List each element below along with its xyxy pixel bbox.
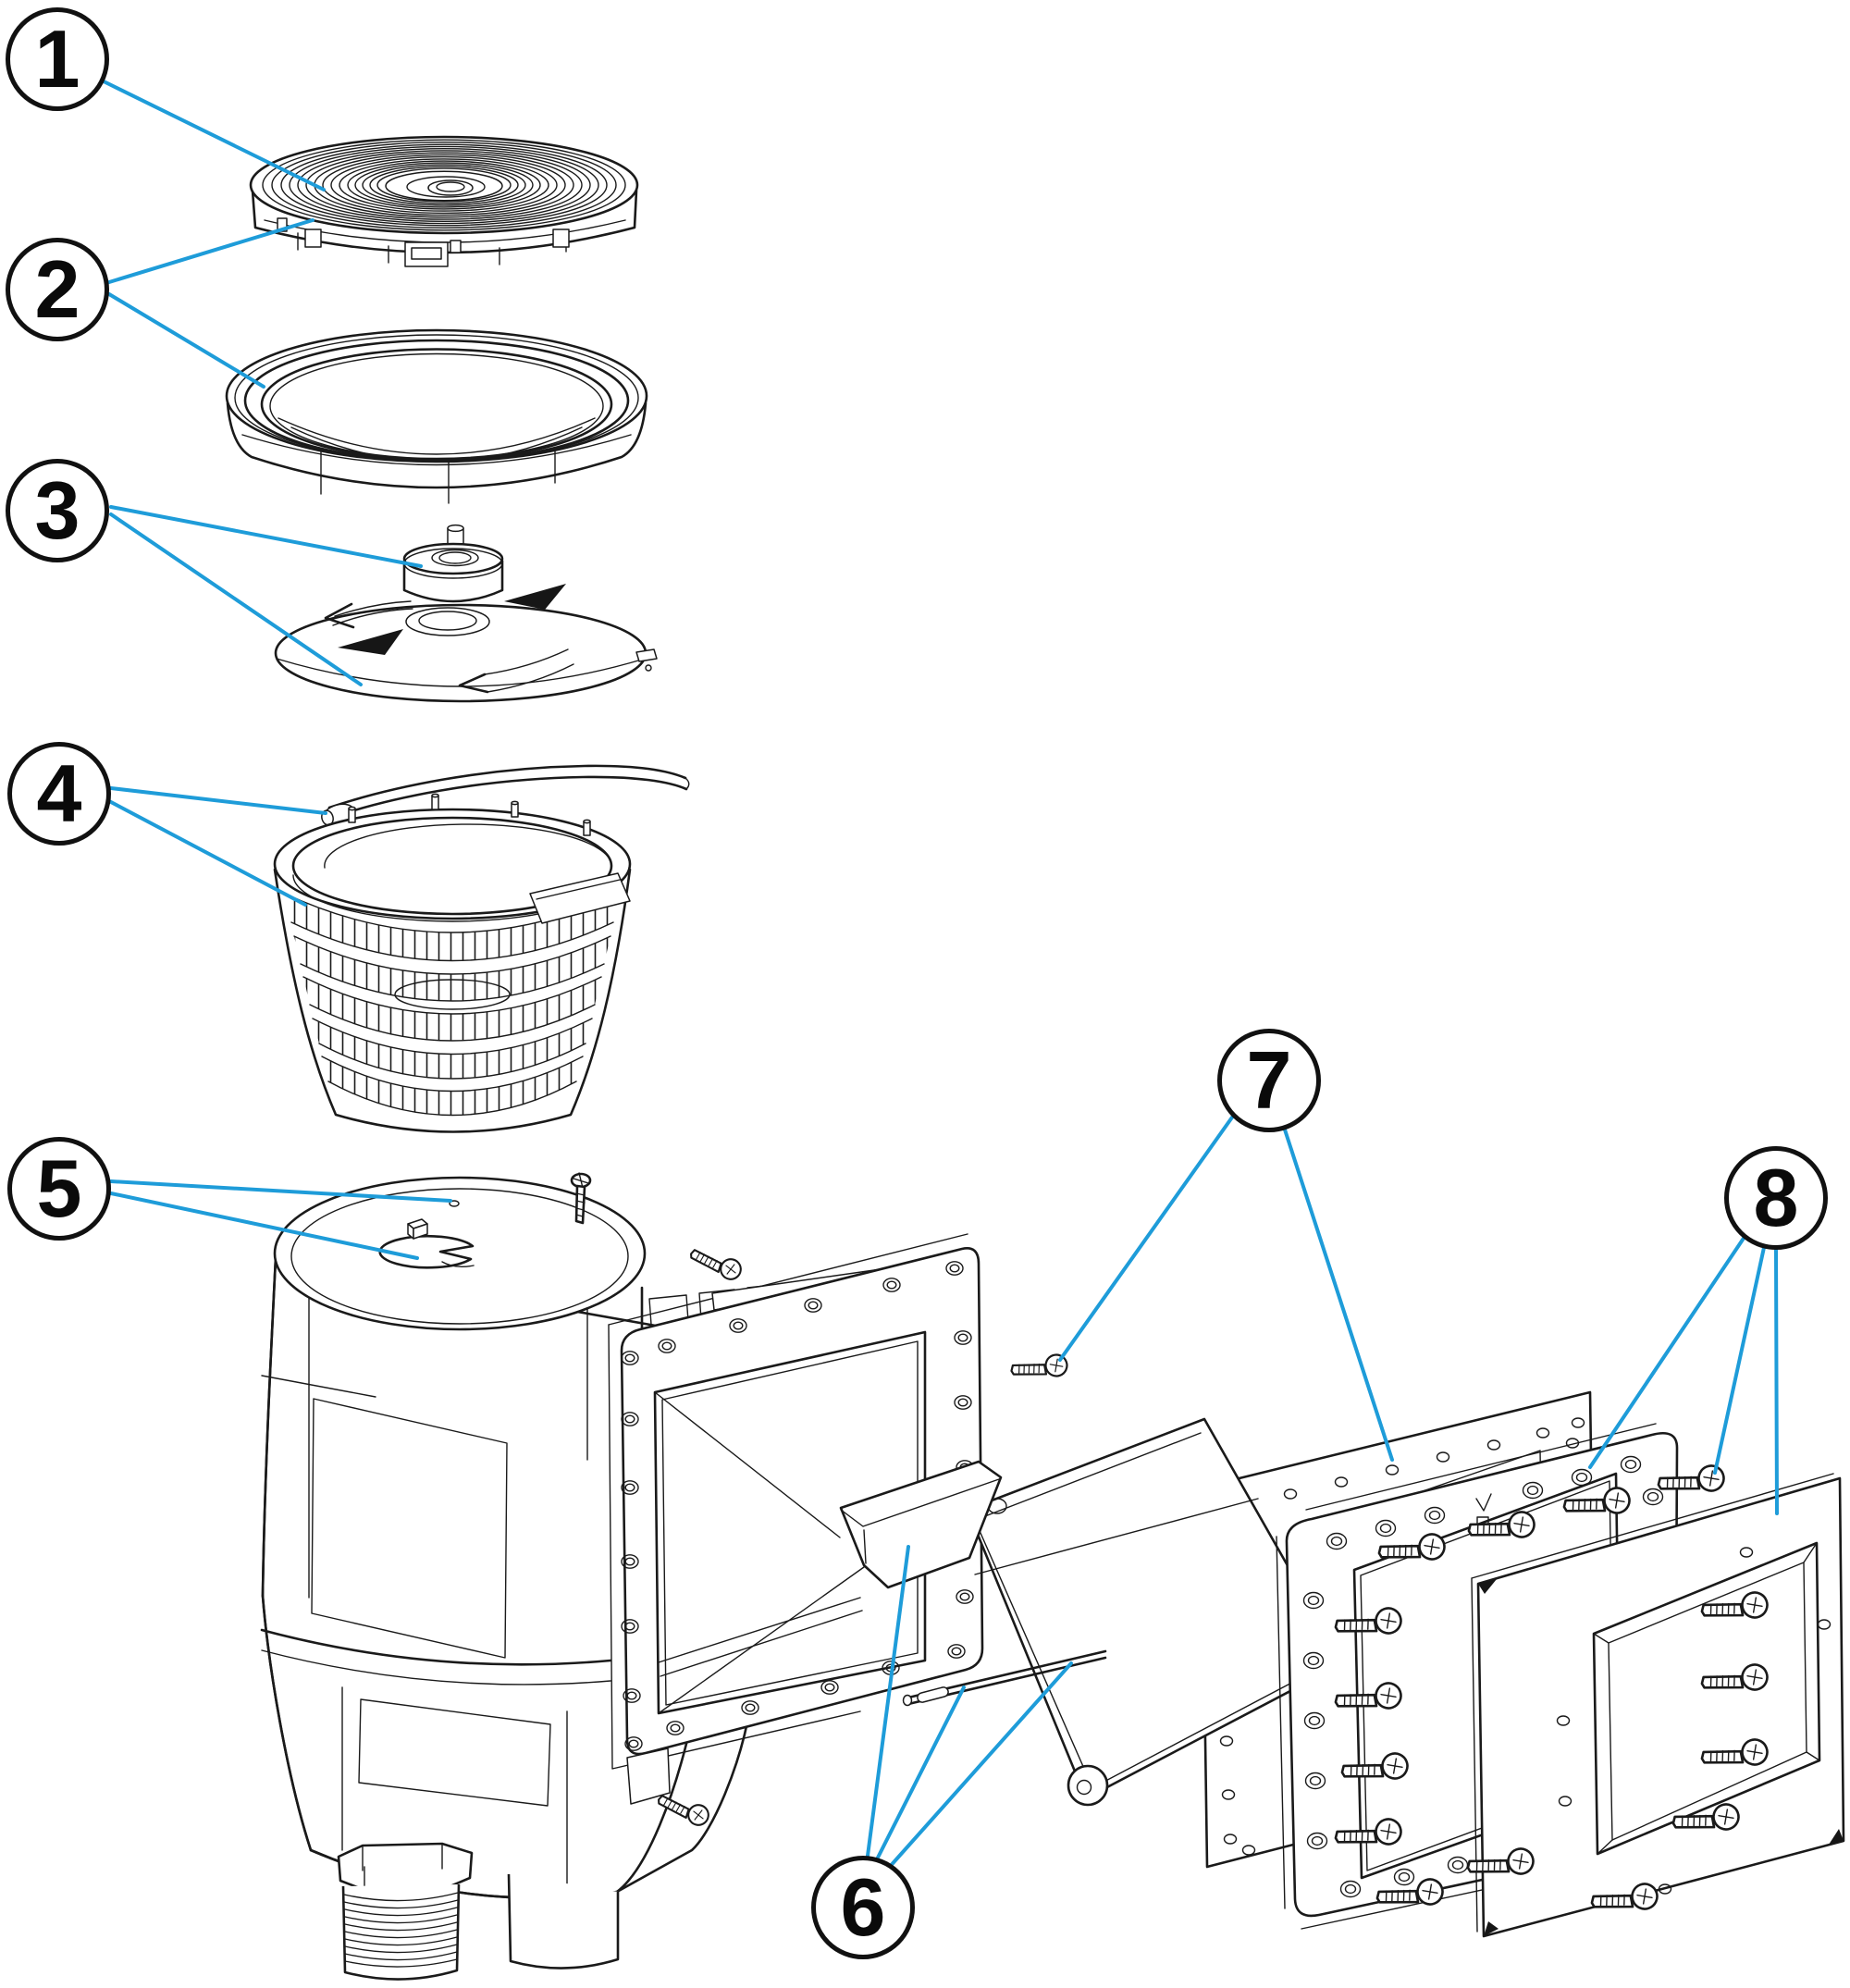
- callout-4: 4: [7, 742, 111, 846]
- callout-8: 8: [1724, 1146, 1828, 1250]
- leader-lines: [98, 78, 1779, 1871]
- callout-3-label: 3: [34, 464, 80, 556]
- lid: [249, 135, 639, 267]
- callout-5-label: 5: [36, 1142, 82, 1234]
- callout-1-label: 1: [34, 13, 80, 105]
- callout-7-label: 7: [1246, 1034, 1292, 1126]
- weir-axle: [902, 1649, 1107, 1707]
- callout-3: 3: [6, 459, 109, 562]
- lid-screw-icon: [570, 1172, 592, 1225]
- basket: [273, 793, 632, 1133]
- lid-ring-collar: [225, 328, 648, 504]
- vortex-plate-cap: [402, 524, 504, 603]
- skimmer-body: [260, 1172, 752, 1981]
- callout-2: 2: [6, 238, 109, 341]
- callout-1: 1: [6, 7, 109, 111]
- weir-flap: [839, 1417, 1345, 1807]
- callout-2-label: 2: [34, 243, 80, 335]
- mouth-flange: [608, 1233, 984, 1828]
- callout-7: 7: [1217, 1029, 1321, 1132]
- callout-5: 5: [7, 1137, 111, 1241]
- callout-8-label: 8: [1753, 1152, 1799, 1243]
- callout-4-label: 4: [36, 747, 82, 839]
- callout-6-label: 6: [840, 1861, 886, 1953]
- callout-6: 6: [811, 1856, 915, 1959]
- vortex-plate: [274, 584, 658, 703]
